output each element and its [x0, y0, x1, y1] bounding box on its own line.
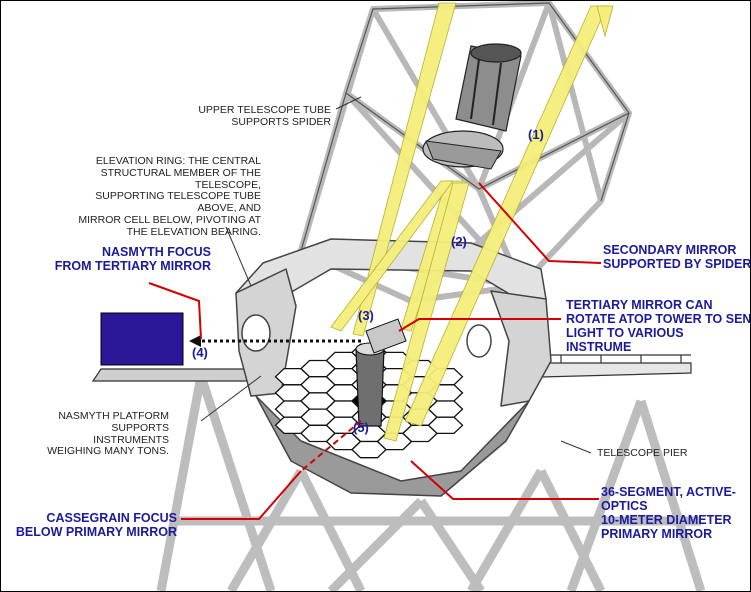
- marker-5: (5): [353, 420, 369, 435]
- telescope-pier-label: TELESCOPE PIER: [597, 447, 688, 459]
- upper-tube-label: UPPER TELESCOPE TUBE SUPPORTS SPIDER: [198, 104, 331, 128]
- elevation-ring-label: ELEVATION RING: THE CENTRAL STRUCTURAL M…: [78, 155, 261, 238]
- cassegrain-focus-label: CASSEGRAIN FOCUS BELOW PRIMARY MIRROR: [15, 511, 177, 539]
- leader-lines: [148, 96, 602, 520]
- mirror-segment: [427, 400, 464, 418]
- nasmyth-instrument: [100, 312, 184, 366]
- marker-3: (3): [358, 308, 374, 323]
- incoming-light-arrow: [596, 5, 614, 38]
- marker-4: (4): [192, 345, 208, 360]
- marker-1: (1): [528, 127, 544, 142]
- primary-mirror-label: 36-SEGMENT, ACTIVE-OPTICS 10-METER DIAME…: [601, 485, 736, 541]
- elevation-bearing-left: [241, 314, 271, 352]
- nasmyth-platform-label: NASMYTH PLATFORM SUPPORTS INSTRUMENTS WE…: [47, 410, 169, 458]
- elevation-ring: [235, 238, 552, 497]
- light-path: [330, 2, 608, 442]
- tertiary-mirror-label: TERTIARY MIRROR CAN ROTATE ATOP TOWER TO…: [566, 298, 751, 354]
- right-platform: [540, 354, 692, 378]
- cassegrain-beam: [300, 420, 362, 472]
- nasmyth-arrow: [189, 335, 201, 347]
- tertiary-tower: [355, 318, 407, 427]
- marker-2: (2): [451, 234, 467, 249]
- nasmyth-focus-label: NASMYTH FOCUS FROM TERTIARY MIRROR: [54, 245, 211, 273]
- elevation-bearing-right: [466, 324, 492, 358]
- secondary-mirror: [422, 43, 522, 170]
- secondary-mirror-label: SECONDARY MIRROR SUPPORTED BY SPIDER: [603, 243, 751, 271]
- mirror-segment: [427, 416, 464, 435]
- telescope-pier: [156, 374, 706, 591]
